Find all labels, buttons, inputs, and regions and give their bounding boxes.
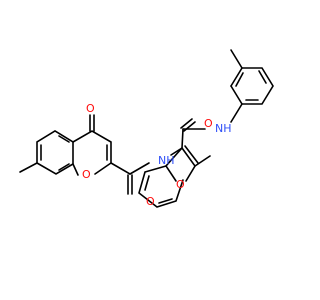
amide2-nh-label: NH bbox=[215, 122, 232, 135]
methyl-bond-tolyl bbox=[230, 49, 243, 69]
ketone-double-bond bbox=[89, 114, 95, 132]
amide1-nh-label: NH bbox=[158, 154, 175, 167]
amide2-oxygen-label: O bbox=[204, 117, 213, 130]
ring-oxygen-label: O bbox=[82, 168, 91, 181]
pyranone-ring bbox=[72, 130, 112, 175]
ketone-oxygen-label: O bbox=[86, 102, 95, 115]
methyl-bond-chromone bbox=[19, 162, 38, 173]
bonds bbox=[19, 49, 274, 208]
background bbox=[0, 0, 300, 300]
amide1-double-bond bbox=[127, 174, 133, 195]
molecule-structure: O O O NH O O NH bbox=[0, 0, 300, 300]
benzofuran-oxygen-label: O bbox=[176, 178, 185, 191]
benzofuran-benzo-ring bbox=[138, 165, 184, 208]
amide1-oxygen-label: O bbox=[146, 195, 155, 208]
molecule-canvas: O O O NH O O NH bbox=[0, 0, 300, 300]
